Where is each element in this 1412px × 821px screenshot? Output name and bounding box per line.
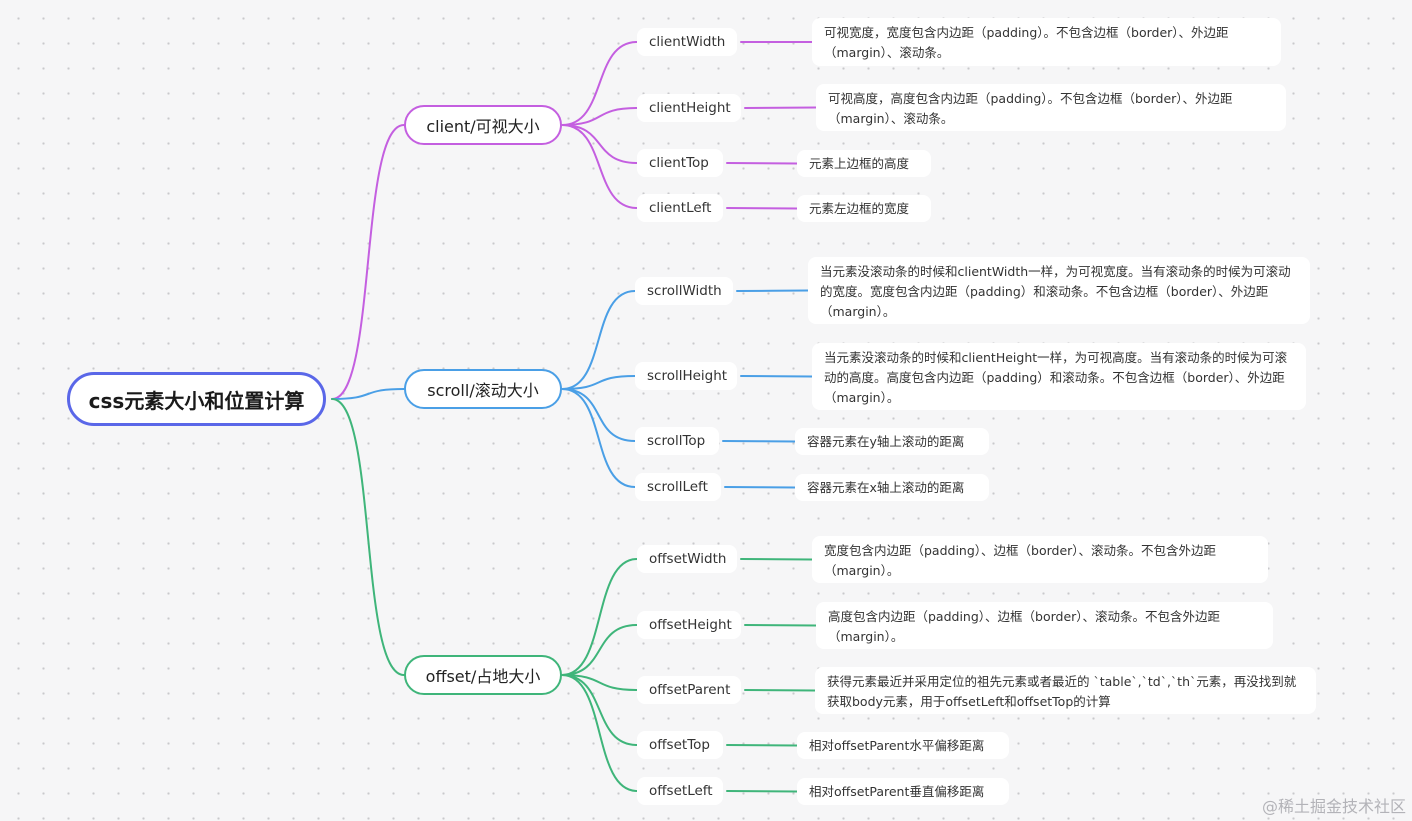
connector-root-scroll (331, 388, 405, 400)
connector-scroll-0-desc (736, 289, 809, 292)
connector-client-1-desc (744, 106, 817, 109)
description-clientTop: 元素上边框的高度 (797, 150, 931, 177)
connector-offset-4 (561, 674, 638, 792)
description-scrollWidth: 当元素没滚动条的时候和clientWidth一样，为可视宽度。当有滚动条的时候为… (808, 257, 1310, 324)
connector-offset-1 (561, 624, 638, 676)
connector-scroll-2 (561, 388, 636, 442)
description-offsetLeft: 相对offsetParent垂直偏移距离 (797, 778, 1009, 805)
connector-client-1 (561, 107, 638, 126)
description-clientWidth: 可视宽度，宽度包含内边距（padding）。不包含边框（border）、外边距（… (812, 18, 1281, 66)
root-node[interactable]: css元素大小和位置计算 (67, 372, 326, 426)
leaf-node-clientWidth[interactable]: clientWidth (637, 28, 737, 56)
description-offsetWidth: 宽度包含内边距（padding）、边框（border）、滚动条。不包含外边距（m… (812, 536, 1268, 583)
leaf-node-offsetWidth[interactable]: offsetWidth (637, 545, 737, 573)
connector-offset-3-desc (726, 744, 798, 747)
description-scrollLeft: 容器元素在x轴上滚动的距离 (795, 474, 989, 501)
branch-node-offset[interactable]: offset/占地大小 (404, 655, 562, 695)
connector-offset-4-desc (726, 790, 798, 793)
connector-client-2 (561, 124, 638, 164)
connector-scroll-1 (561, 375, 636, 390)
leaf-node-scrollWidth[interactable]: scrollWidth (635, 277, 733, 305)
description-offsetParent: 获得元素最近并采用定位的祖先元素或者最近的 `table`,`td`,`th`元… (815, 667, 1316, 714)
leaf-node-offsetLeft[interactable]: offsetLeft (637, 777, 723, 805)
connector-scroll-3 (561, 388, 636, 488)
connector-root-offset (331, 398, 405, 676)
leaf-node-clientHeight[interactable]: clientHeight (637, 94, 741, 122)
connector-client-2-desc (726, 162, 798, 165)
leaf-node-clientTop[interactable]: clientTop (637, 149, 723, 177)
leaf-node-offsetParent[interactable]: offsetParent (637, 676, 741, 704)
branch-node-scroll[interactable]: scroll/滚动大小 (404, 369, 562, 409)
leaf-node-scrollLeft[interactable]: scrollLeft (635, 473, 721, 501)
connector-client-0 (561, 41, 638, 126)
description-clientLeft: 元素左边框的宽度 (797, 195, 931, 222)
connector-scroll-0 (561, 290, 636, 390)
connector-offset-3 (561, 674, 638, 746)
connector-offset-0 (561, 558, 638, 676)
leaf-node-scrollTop[interactable]: scrollTop (635, 427, 719, 455)
connector-offset-0-desc (740, 558, 813, 561)
leaf-node-offsetTop[interactable]: offsetTop (637, 731, 723, 759)
description-offsetTop: 相对offsetParent水平偏移距离 (797, 732, 1009, 759)
branch-node-client[interactable]: client/可视大小 (404, 105, 562, 145)
description-offsetHeight: 高度包含内边距（padding）、边框（border）、滚动条。不包含外边距（m… (816, 602, 1273, 649)
connector-scroll-1-desc (740, 375, 813, 378)
watermark: @稀土掘金技术社区 (1261, 797, 1406, 816)
connector-offset-1-desc (744, 624, 817, 627)
connector-offset-2 (561, 674, 638, 691)
connector-scroll-2-desc (722, 440, 796, 443)
connector-root-client (331, 124, 405, 400)
connector-client-3 (561, 124, 638, 209)
description-scrollHeight: 当元素没滚动条的时候和clientHeight一样，为可视高度。当有滚动条的时候… (812, 343, 1306, 410)
leaf-node-scrollHeight[interactable]: scrollHeight (635, 362, 737, 390)
connector-offset-2-desc (744, 689, 816, 692)
leaf-node-clientLeft[interactable]: clientLeft (637, 194, 723, 222)
leaf-node-offsetHeight[interactable]: offsetHeight (637, 611, 741, 639)
description-clientHeight: 可视高度，高度包含内边距（padding）。不包含边框（border）、外边距（… (816, 84, 1286, 131)
connector-scroll-3-desc (724, 486, 796, 489)
description-scrollTop: 容器元素在y轴上滚动的距离 (795, 428, 989, 455)
connector-client-3-desc (726, 207, 798, 210)
